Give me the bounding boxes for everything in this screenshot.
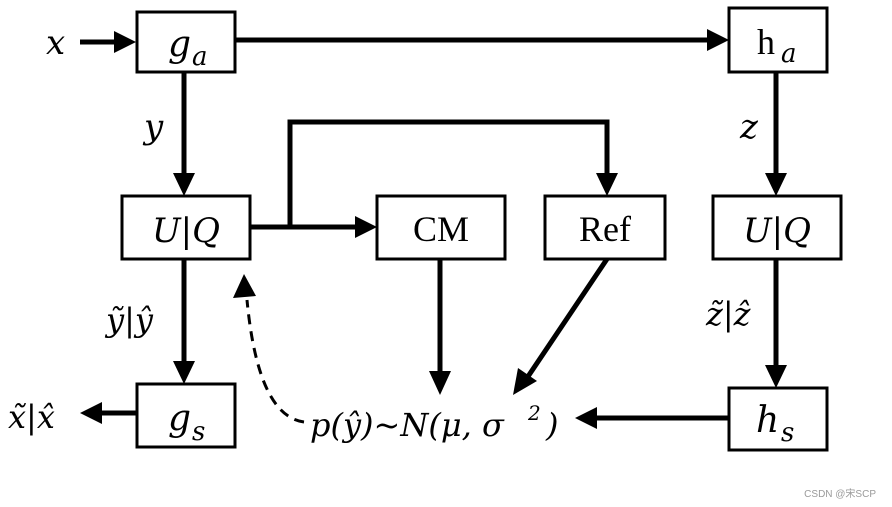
node-uq-right-label: U|Q bbox=[743, 211, 811, 251]
arrow-cm-to-prior bbox=[429, 259, 451, 395]
node-gs-label: g bbox=[168, 398, 191, 439]
node-hs-label: h bbox=[756, 400, 779, 441]
arrow-uq-left-to-gs bbox=[173, 259, 195, 384]
arrow-uq-left-to-ref bbox=[287, 119, 618, 227]
arrow-ga-to-uq-left bbox=[173, 72, 195, 196]
arrow-hs-to-prior bbox=[575, 407, 729, 429]
arrow-x-to-ga bbox=[80, 31, 136, 53]
node-ha: h a bbox=[727, 6, 829, 74]
arrow-ref-to-prior bbox=[513, 257, 610, 395]
arrow-uq-right-to-hs bbox=[765, 259, 787, 388]
node-ref-label: Ref bbox=[579, 209, 631, 249]
arrow-ha-to-uq-right bbox=[765, 72, 787, 196]
arrow-ga-to-ha bbox=[235, 29, 729, 51]
label-prior-close: ) bbox=[545, 406, 558, 444]
label-y: y bbox=[142, 107, 164, 147]
label-x-tilde-hat: x̃|x̂ bbox=[8, 398, 55, 436]
label-y-tilde-hat: ỹ|ŷ bbox=[104, 301, 154, 339]
node-hs: h s bbox=[727, 386, 829, 452]
node-ha-subscript: a bbox=[781, 39, 797, 69]
dashed-arrow-prior-to-uq-left bbox=[233, 274, 305, 424]
node-uq-left-label: U|Q bbox=[152, 211, 220, 251]
node-uq-left: U|Q bbox=[120, 194, 252, 261]
node-ga-label: g bbox=[168, 24, 191, 65]
label-prior-superscript: 2 bbox=[527, 401, 541, 425]
node-ref: Ref bbox=[543, 194, 667, 261]
node-ha-label: h bbox=[757, 22, 775, 62]
label-prior: p(ŷ)~N(μ, σ 2 ) bbox=[310, 401, 558, 444]
label-z-tilde-hat: z̃|ẑ bbox=[705, 295, 752, 333]
label-prior-main: p(ŷ)~N(μ, σ bbox=[310, 406, 505, 444]
arrow-gs-to-output bbox=[80, 402, 137, 424]
node-gs: g s bbox=[135, 382, 237, 449]
label-x-input: x bbox=[46, 23, 65, 63]
node-gs-subscript: s bbox=[192, 417, 205, 447]
node-ga: g a bbox=[135, 10, 237, 74]
label-z: z bbox=[739, 107, 759, 147]
node-cm-label: CM bbox=[413, 209, 469, 249]
node-ga-subscript: a bbox=[192, 42, 208, 72]
watermark: CSDN @宋SCP bbox=[804, 487, 876, 500]
node-cm: CM bbox=[375, 194, 507, 261]
node-uq-right: U|Q bbox=[711, 194, 843, 261]
arrow-uq-left-to-cm bbox=[250, 216, 377, 238]
node-hs-subscript: s bbox=[781, 418, 794, 448]
